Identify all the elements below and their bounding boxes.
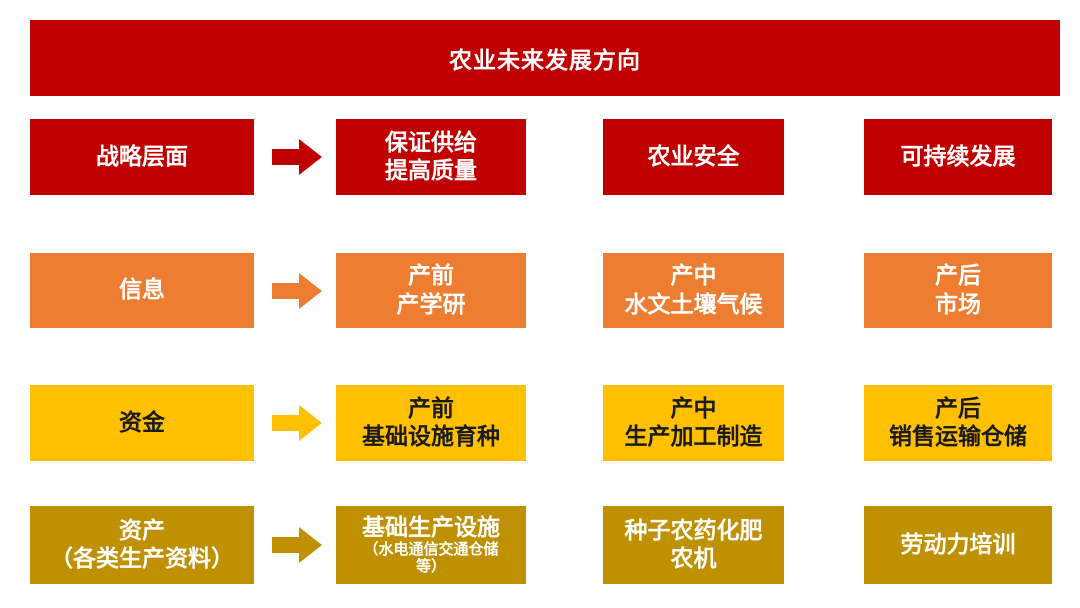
right-arrow-icon	[272, 405, 322, 441]
box-text-line: （各类生产资料）	[50, 546, 234, 571]
cell-seeds-pesticide-fertilizer: 种子农药化肥 农机	[603, 506, 784, 584]
title-banner: 农业未来发展方向	[30, 20, 1060, 96]
right-arrow-icon	[272, 272, 322, 309]
row-funding: 资金 产前 基础设施育种 产中 生产加工制造 产后 销售运输仓储	[0, 385, 1080, 461]
cell-agri-safety: 农业安全	[603, 119, 784, 195]
diagram-title: 农业未来发展方向	[449, 48, 641, 73]
box-text-line: 资产	[119, 517, 165, 543]
box-text-line: 农业安全	[647, 143, 740, 169]
box-text-line: 资金	[119, 409, 165, 435]
box-text-line: 产前	[408, 395, 454, 421]
right-arrow-icon	[272, 139, 322, 175]
row-strategy: 战略层面 保证供给 提高质量 农业安全 可持续发展	[0, 119, 1080, 195]
strategy-label-box: 战略层面	[30, 119, 254, 195]
right-arrow-icon	[272, 527, 322, 563]
cell-pre-production-research: 产前 产学研	[336, 253, 526, 328]
cell-mid-production-manufacturing: 产中 生产加工制造	[603, 385, 784, 461]
box-text-line: 产后	[935, 395, 981, 421]
box-text-line: 产中	[670, 263, 717, 289]
box-text-line: （水电通信交通仓储	[363, 541, 499, 558]
funding-label-box: 资金	[30, 385, 254, 461]
cell-post-production-market: 产后 市场	[864, 253, 1052, 328]
box-text-line: 产学研	[396, 291, 466, 317]
box-text-line: 保证供给	[385, 129, 477, 155]
box-text-line: 战略层面	[96, 143, 188, 169]
box-text-line: 农机	[670, 546, 717, 571]
box-text-line: 产前	[408, 263, 454, 289]
cell-ensure-supply: 保证供给 提高质量	[336, 119, 526, 195]
box-text-line: 产中	[670, 395, 717, 421]
box-text-line: 产后	[935, 263, 981, 289]
cell-labor-training: 劳动力培训	[864, 506, 1052, 584]
box-text-line: 提高质量	[385, 158, 477, 183]
assets-label-box: 资产 （各类生产资料）	[30, 506, 254, 584]
box-text-line: 等）	[415, 559, 446, 576]
box-text-line: 销售运输仓储	[889, 424, 1027, 449]
box-text-line: 可持续发展	[900, 143, 1016, 169]
cell-basic-production-facilities: 基础生产设施 （水电通信交通仓储 等）	[336, 506, 526, 584]
box-text-line: 种子农药化肥	[624, 517, 763, 543]
cell-post-production-logistics: 产后 销售运输仓储	[864, 385, 1052, 461]
box-text-line: 水文土壤气候	[624, 291, 763, 317]
information-label-box: 信息	[30, 253, 254, 328]
box-text-line: 市场	[935, 291, 981, 317]
box-text-line: 基础生产设施	[362, 514, 500, 540]
row-assets: 资产 （各类生产资料） 基础生产设施 （水电通信交通仓储 等） 种子农药化肥 农…	[0, 506, 1080, 584]
box-text-line: 生产加工制造	[624, 424, 763, 449]
cell-sustainable-dev: 可持续发展	[864, 119, 1052, 195]
cell-pre-production-infrastructure: 产前 基础设施育种	[336, 385, 526, 461]
box-text-line: 基础设施育种	[362, 424, 500, 449]
row-information: 信息 产前 产学研 产中 水文土壤气候 产后 市场	[0, 253, 1080, 328]
box-text-line: 信息	[119, 277, 165, 303]
cell-mid-production-hydrology: 产中 水文土壤气候	[603, 253, 784, 328]
box-text-line: 劳动力培训	[900, 531, 1016, 557]
